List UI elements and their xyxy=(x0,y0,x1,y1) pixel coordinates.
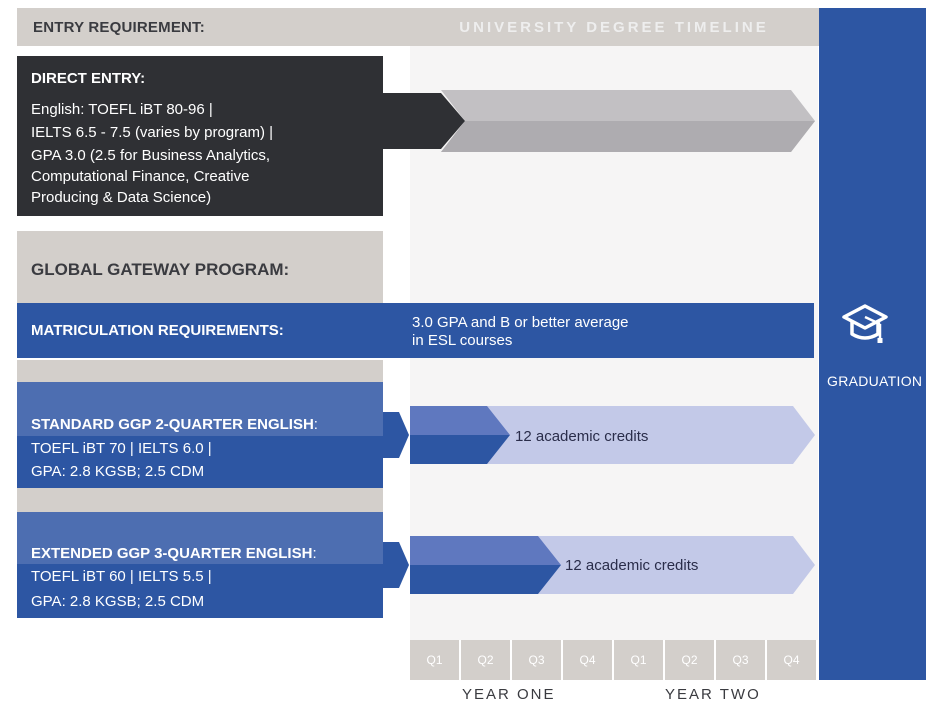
direct-entry-line: English: TOEFL iBT 80-96 | xyxy=(31,101,213,118)
standard-ggp-arrow xyxy=(383,406,815,464)
global-gateway-title: GLOBAL GATEWAY PROGRAM: xyxy=(31,260,290,279)
spacer xyxy=(17,488,383,512)
quarter-label: Q4 xyxy=(767,640,816,680)
year-one-label: YEAR ONE xyxy=(462,686,556,703)
extended-ggp-line: GPA: 2.8 KGSB; 2.5 CDM xyxy=(31,593,205,610)
extended-ggp-credits: 12 academic credits xyxy=(565,557,699,574)
quarter-label: Q3 xyxy=(716,640,765,680)
year-two-label: YEAR TWO xyxy=(665,686,761,703)
entry-requirement-heading: ENTRY REQUIREMENT: xyxy=(33,19,205,36)
direct-entry-line: Computational Finance, Creative xyxy=(31,168,250,185)
direct-entry-arrow xyxy=(383,90,815,152)
matriculation-title: MATRICULATION REQUIREMENTS: xyxy=(31,322,284,339)
standard-ggp-credits: 12 academic credits xyxy=(515,428,649,445)
timeline-header-bg xyxy=(383,8,819,46)
standard-ggp-title: STANDARD GGP 2-QUARTER ENGLISH: xyxy=(31,416,318,433)
matriculation-line: 3.0 GPA and B or better average xyxy=(412,314,629,331)
standard-ggp-line: GPA: 2.8 KGSB; 2.5 CDM xyxy=(31,463,205,480)
extended-ggp-box-top xyxy=(17,512,383,564)
standard-ggp-box-top xyxy=(17,382,383,436)
extended-ggp-arrow xyxy=(383,536,815,594)
quarter-label: Q4 xyxy=(563,640,612,680)
timeline-heading: UNIVERSITY DEGREE TIMELINE xyxy=(459,19,769,36)
quarter-label: Q1 xyxy=(614,640,663,680)
direct-entry-line: IELTS 6.5 - 7.5 (varies by program) | xyxy=(31,124,274,141)
standard-ggp-box xyxy=(17,436,383,488)
global-gateway-box xyxy=(17,231,383,303)
direct-entry-box xyxy=(17,56,383,216)
quarter-label: Q2 xyxy=(461,640,510,680)
quarter-label: Q1 xyxy=(410,640,459,680)
entry-requirement-header-bg xyxy=(17,8,383,46)
graduation-label: GRADUATION xyxy=(827,373,923,389)
direct-entry-line: Producing & Data Science) xyxy=(31,189,212,206)
spacer xyxy=(17,360,383,382)
matriculation-line: in ESL courses xyxy=(412,332,513,349)
graduation-column xyxy=(819,8,926,680)
graduation-cap-icon xyxy=(840,300,890,355)
direct-entry-line: GPA 3.0 (2.5 for Business Analytics, xyxy=(31,147,271,164)
matriculation-bar xyxy=(17,303,814,358)
extended-ggp-box xyxy=(17,564,383,618)
extended-ggp-line: TOEFL iBT 60 | IELTS 5.5 | xyxy=(31,568,212,585)
quarter-label: Q3 xyxy=(512,640,561,680)
standard-ggp-line: TOEFL iBT 70 | IELTS 6.0 | xyxy=(31,440,212,457)
extended-ggp-title: EXTENDED GGP 3-QUARTER ENGLISH: xyxy=(31,545,317,562)
quarter-label: Q2 xyxy=(665,640,714,680)
direct-entry-title: DIRECT ENTRY: xyxy=(31,70,146,87)
